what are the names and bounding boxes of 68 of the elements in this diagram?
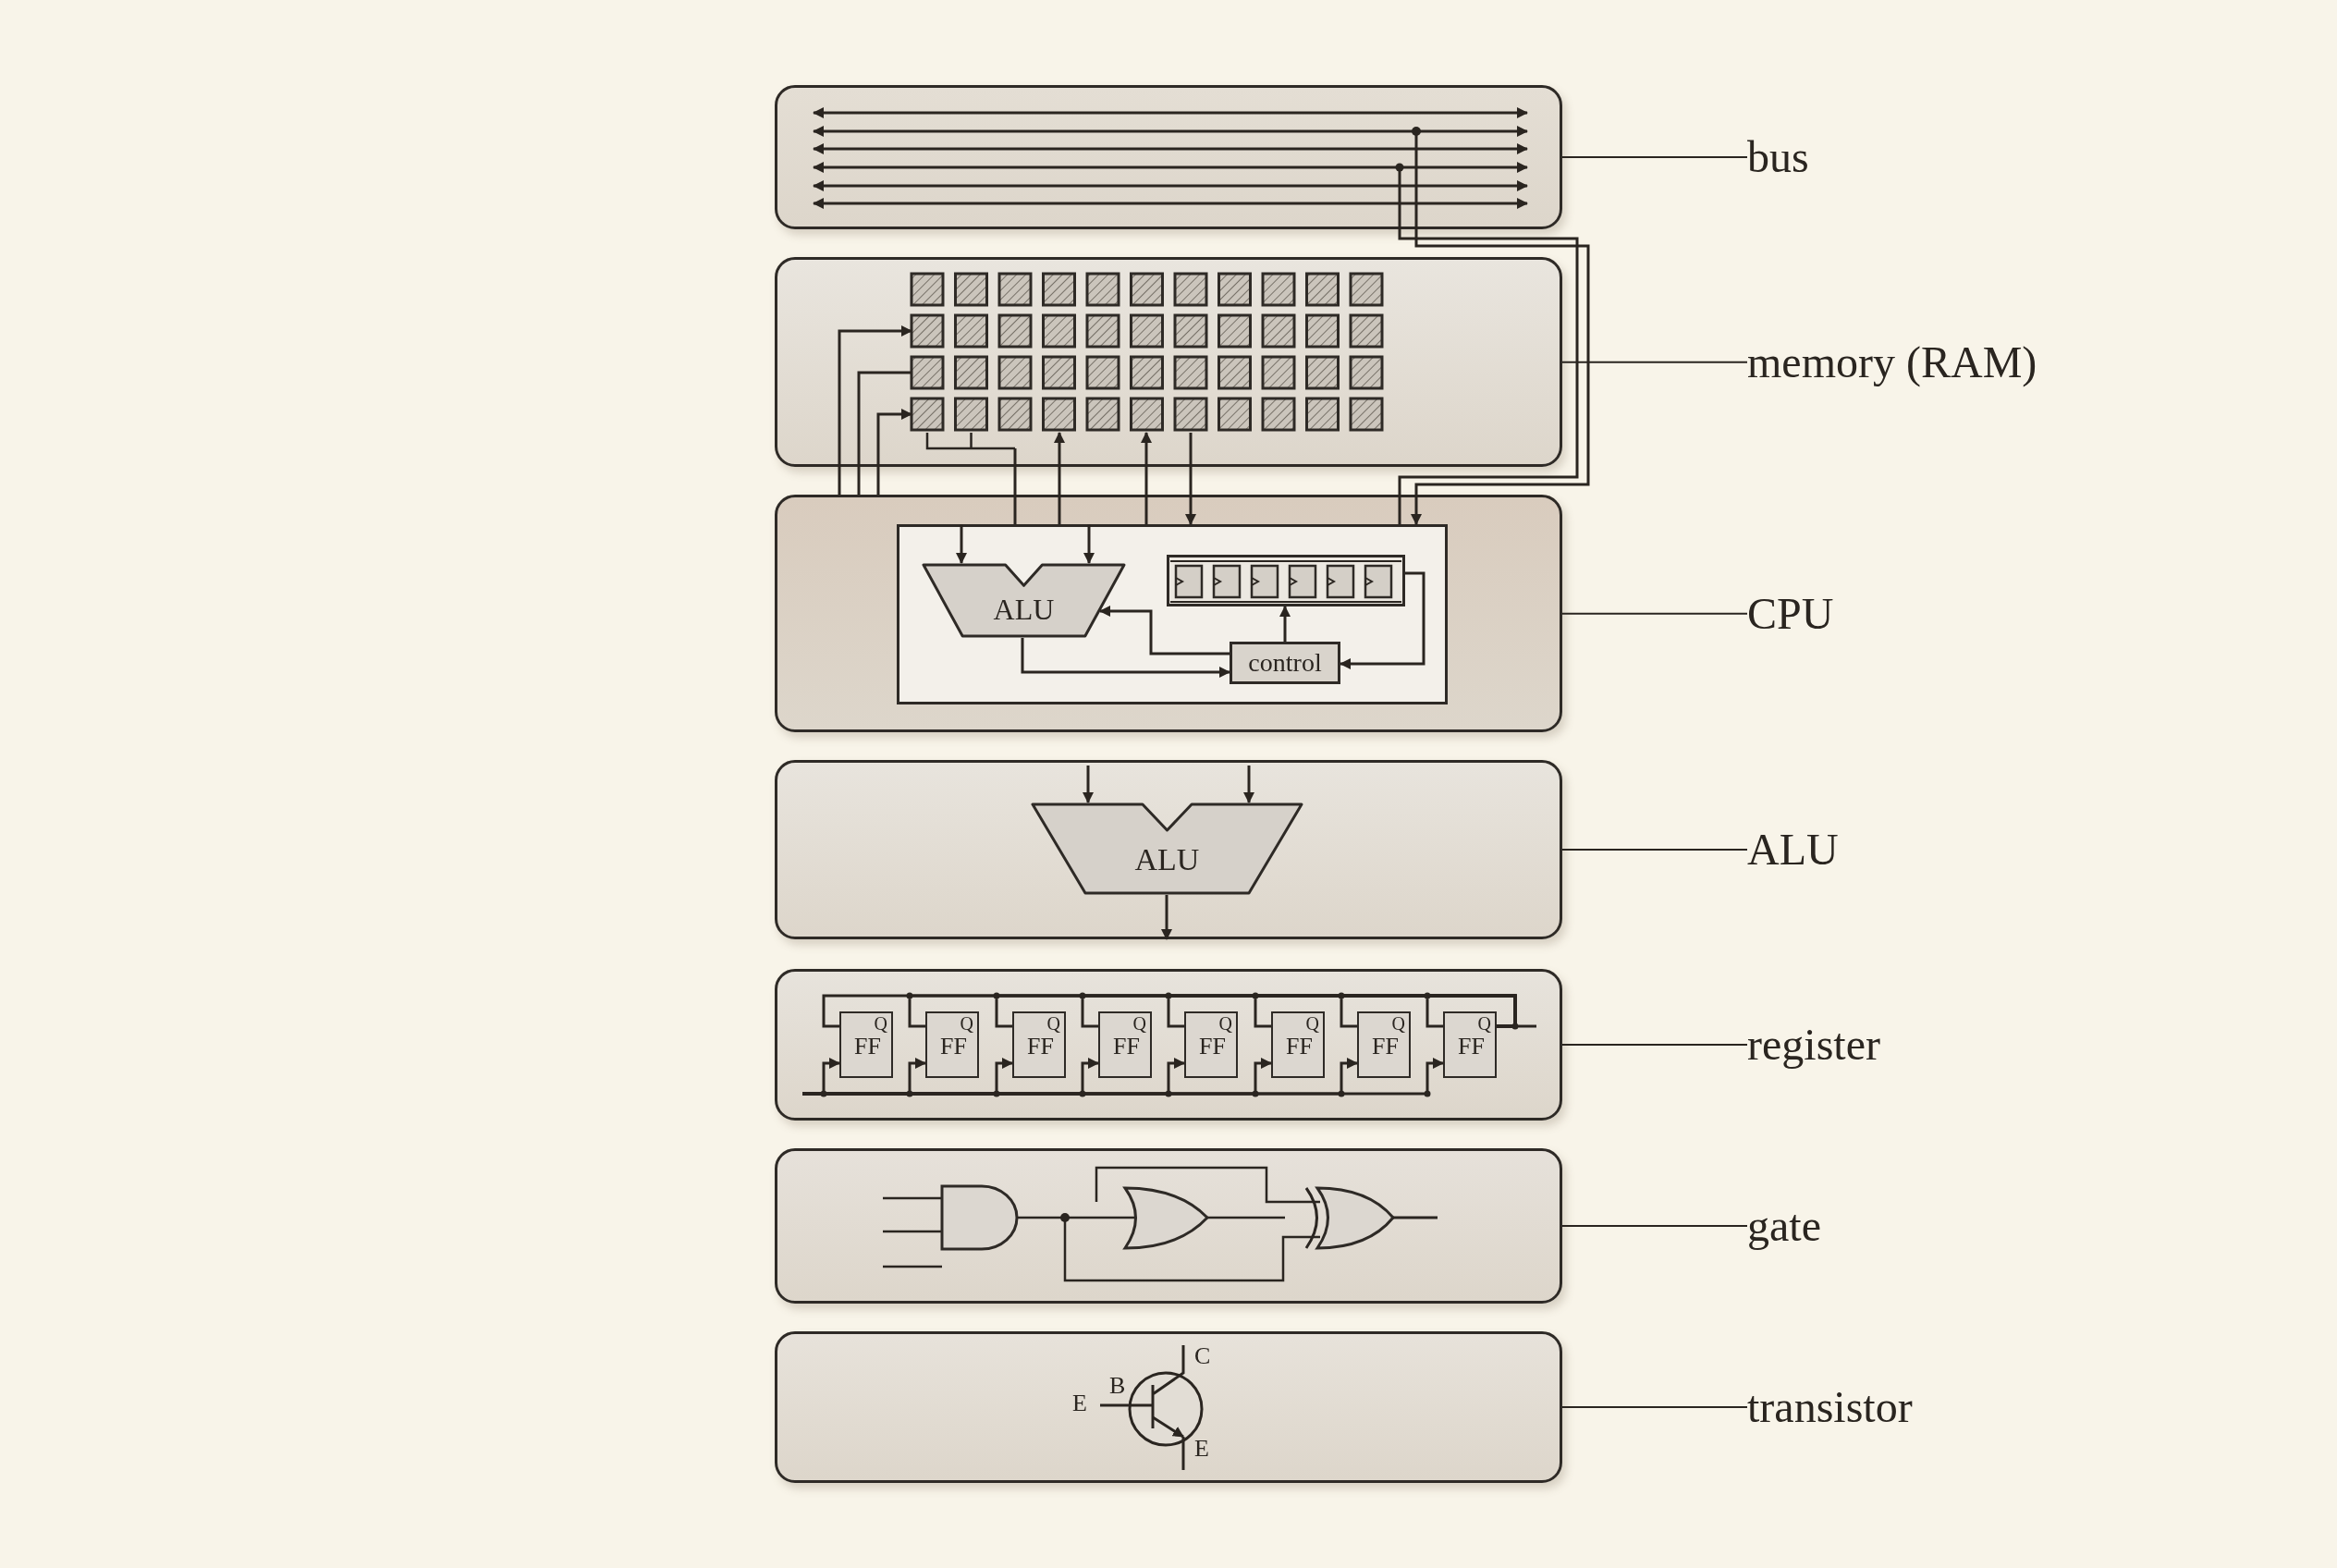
leader-line	[1561, 612, 1748, 615]
pin-letter: E	[1194, 1435, 1209, 1463]
arrow	[1083, 524, 1095, 564]
control-box: control	[1230, 642, 1340, 684]
leader-line	[1561, 361, 1748, 363]
arrow	[838, 325, 912, 495]
cpu-panel	[775, 495, 1562, 732]
leader-line	[1561, 1044, 1748, 1046]
flip-flop-box	[1184, 1011, 1238, 1078]
output-pin-label: Q	[1218, 1013, 1232, 1034]
flip-flop-box	[1012, 1011, 1066, 1078]
layer-label: bus	[1747, 129, 2228, 185]
layer-label: gate	[1747, 1198, 2228, 1254]
leader-line	[1561, 1225, 1748, 1227]
arrow	[1161, 895, 1172, 940]
output-pin-label: Q	[960, 1013, 973, 1034]
flip-flop-box	[925, 1011, 979, 1078]
flip-flop-box	[1271, 1011, 1325, 1078]
layer-label: CPU	[1747, 586, 2228, 642]
flip-flop-label: FF	[940, 1034, 967, 1060]
output-pin-label: Q	[874, 1013, 887, 1034]
flip-flop-box	[1443, 1011, 1497, 1078]
arrow	[1141, 432, 1152, 524]
flip-flop-label: FF	[1027, 1034, 1054, 1060]
connector-line	[1013, 448, 1017, 524]
connector-line	[1424, 992, 1517, 1028]
transistor-panel	[775, 1331, 1562, 1483]
cpu-core-box	[897, 524, 1448, 704]
arrow	[1185, 433, 1196, 525]
arrow	[1021, 638, 1230, 678]
alu-block: ALU	[922, 563, 1126, 638]
output-pin-label: Q	[1305, 1013, 1319, 1034]
alu-block: ALU	[1031, 802, 1303, 895]
connector-line	[1495, 1023, 1538, 1030]
leader-line	[1561, 849, 1748, 851]
output-pin-label: Q	[1132, 1013, 1146, 1034]
leader-line	[1561, 156, 1748, 158]
flip-flop-label: FF	[1458, 1034, 1485, 1060]
output-pin-label: Q	[1046, 1013, 1060, 1034]
flip-flop-box	[839, 1011, 893, 1078]
layer-label: register	[1747, 1017, 2228, 1072]
flip-flop-label: FF	[1286, 1034, 1313, 1060]
leader-line	[1561, 1406, 1748, 1408]
flip-flop-box	[1098, 1011, 1152, 1078]
arrow	[1279, 606, 1291, 642]
arrow	[1099, 606, 1230, 655]
arrow	[1083, 766, 1094, 803]
pin-letter: B	[1109, 1372, 1126, 1400]
layer-label: transistor	[1747, 1379, 2228, 1435]
arrow	[1054, 432, 1065, 524]
flip-flop-label: FF	[1199, 1034, 1226, 1060]
flip-flop-box	[1357, 1011, 1411, 1078]
arrow	[876, 409, 912, 495]
output-pin-label: Q	[1477, 1013, 1491, 1034]
output-pin-label: Q	[1391, 1013, 1405, 1034]
pin-letter: C	[1194, 1342, 1211, 1370]
arrow	[1243, 766, 1254, 803]
flip-flop-label: FF	[1113, 1034, 1140, 1060]
arrow	[956, 524, 967, 564]
pin-letter: E	[1072, 1390, 1087, 1417]
register-panel	[775, 969, 1562, 1121]
connector-line	[857, 371, 912, 495]
layer-label: ALU	[1747, 822, 2228, 877]
arrow	[1340, 571, 1425, 669]
layer-label: memory (RAM)	[1747, 335, 2228, 390]
flip-flop-label: FF	[854, 1034, 881, 1060]
flip-flop-label: FF	[1372, 1034, 1399, 1060]
alu-panel	[775, 760, 1562, 939]
